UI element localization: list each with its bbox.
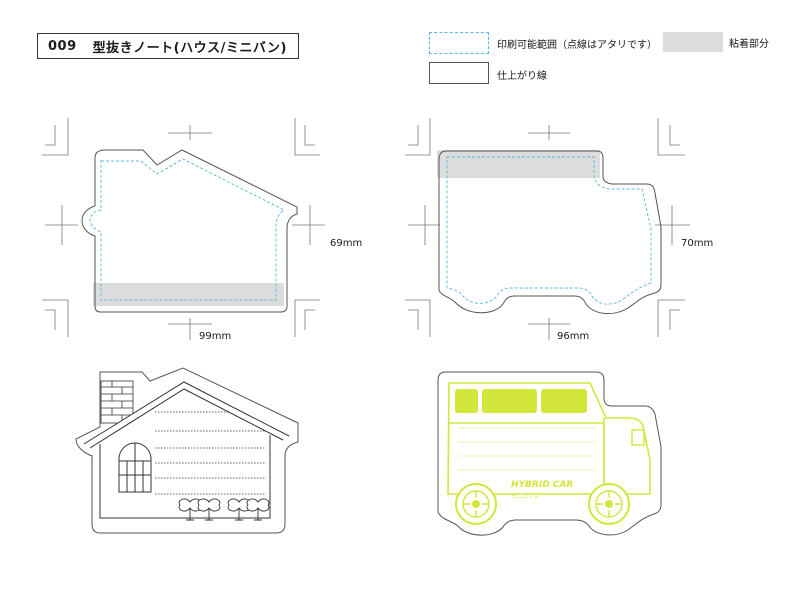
van-door-handle — [631, 429, 645, 446]
product-name: 型抜きノート(ハウス/ミニバン) — [92, 40, 287, 56]
house-illustration — [75, 367, 299, 534]
legend-print-area-label: 印刷可能範囲（点線はアタリです） — [497, 40, 657, 51]
house-print-area — [89, 158, 285, 301]
van-width-dimension: 96mm — [557, 331, 590, 342]
page-title: 009 型抜きノート(ハウス/ミニバン) — [37, 33, 299, 59]
van-illustration: HYBRID CAR ミニバン — [437, 371, 662, 536]
van-window-2 — [482, 389, 537, 413]
house-template — [42, 118, 325, 340]
van-illustration-trim-line — [437, 371, 662, 536]
van-wheel-rear-icon — [588, 483, 630, 525]
roof-icon — [83, 381, 290, 449]
legend-trim-label: 仕上がり線 — [497, 71, 547, 82]
house-crop-marks — [42, 118, 325, 340]
van-brand-label: HYBRID CAR — [511, 480, 573, 490]
van-window-3 — [541, 389, 587, 413]
product-code: 009 — [48, 38, 77, 54]
van-wheel-front-icon — [455, 483, 497, 525]
van-print-area — [446, 156, 652, 305]
legend-adhesive-swatch — [663, 32, 723, 52]
chimney-icon — [100, 380, 134, 424]
van-trim-line — [438, 150, 662, 314]
van-body-outline — [447, 382, 651, 495]
arched-window-icon — [118, 442, 152, 493]
van-model-label: ミニバン — [511, 492, 539, 500]
van-height-dimension: 70mm — [681, 238, 714, 249]
house-trim-line — [81, 149, 298, 313]
house-wall — [99, 435, 271, 519]
van-note-lines — [459, 427, 597, 471]
flower-icons — [178, 498, 270, 521]
house-illustration-trim-line — [75, 367, 299, 534]
van-window-1 — [455, 389, 478, 413]
house-width-dimension: 99mm — [199, 331, 232, 342]
house-height-dimension: 69mm — [330, 238, 363, 249]
legend-print-area-swatch — [429, 32, 489, 54]
house-adhesive-area — [93, 283, 284, 306]
legend-adhesive-label: 粘着部分 — [729, 39, 769, 50]
note-lines — [155, 411, 265, 495]
van-windows — [455, 389, 587, 413]
legend-trim-swatch — [429, 62, 489, 84]
van-template — [405, 118, 690, 340]
van-adhesive-area — [437, 150, 600, 178]
